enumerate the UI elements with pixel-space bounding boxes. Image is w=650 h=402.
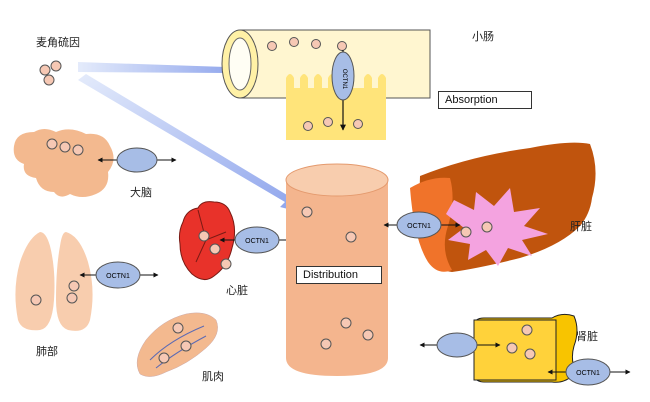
liver-transporter-label: OCTN1 (407, 223, 431, 230)
kidney-transporter-lower: OCTN1 (547, 358, 631, 386)
lung-label: 肺部 (36, 345, 58, 358)
kidney-transporter-label: OCTN1 (576, 370, 600, 377)
brain-label: 大脑 (130, 186, 152, 199)
heart-transporter: OCTN1 (219, 226, 297, 254)
absorption-box: Absorption (438, 91, 532, 109)
absorption-arrow (78, 62, 240, 78)
liver-transporter: OCTN1 (383, 211, 461, 239)
intestine-transporter-label: OCTN1 (341, 69, 347, 90)
small-intestine (221, 29, 431, 140)
lung-transporter-label: OCTN1 (106, 273, 130, 280)
intestine-octn1-transporter: OCTN1 (331, 50, 355, 131)
heart-transporter-label: OCTN1 (245, 238, 269, 245)
muscle (136, 312, 218, 377)
ergothioneine-label: 麦角硫因 (36, 36, 80, 49)
distribution-box: Distribution (296, 266, 382, 284)
kidney-transporter-upper (419, 332, 501, 358)
brain-transporter (97, 147, 177, 173)
distribution-arrow (78, 74, 300, 212)
lung-transporter: OCTN1 (79, 261, 159, 289)
ergothioneine-molecules (39, 60, 62, 86)
small-intestine-label: 小肠 (472, 30, 494, 43)
heart-label: 心脏 (226, 284, 248, 297)
kidney (473, 313, 578, 383)
lungs (15, 232, 93, 331)
brain (13, 129, 114, 197)
liver-label: 肝脏 (570, 220, 592, 233)
kidney-label: 肾脏 (576, 330, 598, 343)
muscle-label: 肌肉 (202, 370, 224, 383)
heart (178, 201, 236, 280)
liver (410, 142, 596, 272)
